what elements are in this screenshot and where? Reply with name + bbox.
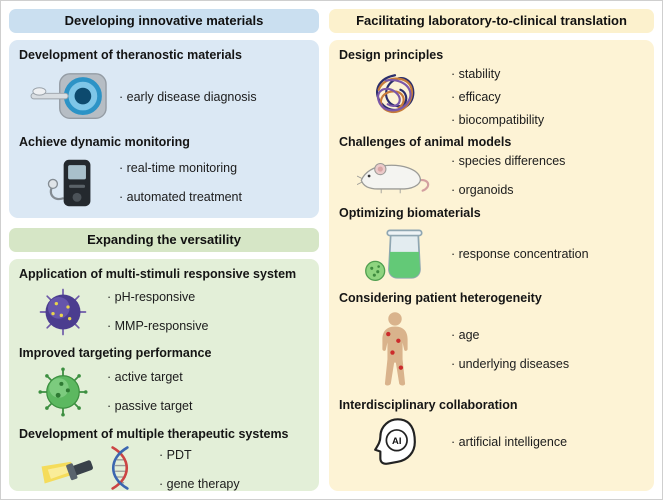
bullet-item: · passive target (107, 399, 193, 413)
group-therapeutic-systems: Development of multiple therapeutic syst… (19, 426, 309, 491)
bullet-item: · active target (107, 370, 183, 384)
bullet-item: · biocompatibility (451, 112, 545, 127)
mouse-icon (339, 156, 451, 196)
bullet-item: · response concentration (451, 246, 589, 261)
bullet-item: · efficacy (451, 89, 501, 104)
bullet-item: · pH-responsive (107, 290, 196, 304)
bullet-list: · stability · efficacy · biocompatibilit… (451, 67, 544, 128)
bullet-item: · species differences (451, 154, 566, 168)
bullet-item: · MMP-responsive (107, 319, 209, 333)
dna-icon (102, 445, 138, 492)
group-title-theranostic: Development of theranostic materials (19, 48, 242, 62)
panel-versatility: Application of multi-stimuli responsive … (9, 259, 319, 491)
bullet-item: · automated treatment (119, 190, 242, 204)
therapy-icons (19, 445, 159, 492)
group-title-interdisciplinary: Interdisciplinary collaboration (339, 398, 518, 412)
section-header-versatility: Expanding the versatility (9, 228, 319, 252)
bullet-list: · pH-responsive · MMP-responsive (107, 290, 208, 334)
nanoparticle-icon (19, 287, 107, 337)
group-title-therapeutic-systems: Development of multiple therapeutic syst… (19, 427, 289, 441)
polymer-ball-icon (339, 68, 451, 126)
mri-scanner-icon (19, 72, 119, 122)
group-design-principles: Design principles · stability (339, 47, 644, 128)
group-body: · real-time monitoring · automated treat… (19, 153, 309, 213)
panel-translation: Design principles · stability (329, 40, 654, 491)
group-body: · response concentration (339, 224, 644, 284)
group-body: · species differences · organoids (339, 153, 644, 199)
group-title-design-principles: Design principles (339, 48, 444, 62)
section-header-innovative: Developing innovative materials (9, 9, 319, 33)
group-body: · active target · passive target (19, 364, 309, 420)
beaker-icon (339, 226, 451, 283)
bullet-list: · early disease diagnosis (119, 90, 257, 105)
group-title-multi-stimuli: Application of multi-stimuli responsive … (19, 267, 297, 281)
panel-innovative: Development of theranostic materials (9, 40, 319, 218)
group-body: · pH-responsive · MMP-responsive (19, 285, 309, 339)
group-body: · stability · efficacy · biocompatibilit… (339, 66, 644, 128)
left-column: Developing innovative materials Developm… (9, 9, 319, 491)
group-theranostic: Development of theranostic materials (19, 47, 309, 128)
bullet-list: · active target · passive target (107, 370, 192, 414)
right-column: Facilitating laboratory-to-clinical tran… (329, 9, 654, 491)
bullet-item: · PDT (159, 448, 192, 462)
group-body: AI · artificial intelligence (339, 416, 644, 468)
head-ai-icon: AI (339, 416, 451, 468)
group-title-dynamic-monitoring: Achieve dynamic monitoring (19, 135, 190, 149)
group-interdisciplinary: Interdisciplinary collaboration AI · art… (339, 397, 644, 468)
group-dynamic-monitoring: Achieve dynamic monitoring · r (19, 134, 309, 213)
bullet-list: · PDT · gene therapy (159, 448, 240, 491)
group-optimizing-biomaterials: Optimizing biomaterials (339, 205, 644, 284)
bullet-list: · artificial intelligence (451, 435, 567, 450)
bullet-item: · underlying diseases (451, 357, 570, 371)
group-title-animal-models: Challenges of animal models (339, 135, 512, 149)
bullet-item: · age (451, 328, 480, 342)
human-body-icon (339, 311, 451, 389)
group-body: · early disease diagnosis (19, 66, 309, 128)
bullet-item: · gene therapy (159, 477, 240, 491)
bullet-list: · species differences · organoids (451, 154, 565, 198)
flashlight-icon (40, 447, 96, 492)
bullet-list: · real-time monitoring · automated treat… (119, 161, 242, 205)
group-body: · age · underlying diseases (339, 309, 644, 391)
bullet-item: · artificial intelligence (451, 434, 568, 449)
section-header-translation: Facilitating laboratory-to-clinical tran… (329, 9, 654, 33)
bullet-item: · early disease diagnosis (119, 89, 257, 104)
group-title-optimizing-biomaterials: Optimizing biomaterials (339, 206, 481, 220)
group-patient-heterogeneity: Considering patient heterogeneity · age (339, 290, 644, 391)
ai-label: AI (392, 436, 401, 447)
glucose-monitor-icon (19, 157, 119, 209)
group-multi-stimuli: Application of multi-stimuli responsive … (19, 266, 309, 339)
group-title-patient-heterogeneity: Considering patient heterogeneity (339, 291, 542, 305)
bullet-list: · response concentration (451, 247, 589, 262)
group-title-targeting: Improved targeting performance (19, 346, 212, 360)
bullet-item: · organoids (451, 183, 514, 197)
group-animal-models: Challenges of animal models (339, 134, 644, 199)
virus-icon (19, 366, 107, 418)
bullet-list: · age · underlying diseases (451, 328, 569, 372)
bullet-item: · stability (451, 66, 501, 81)
group-targeting: Improved targeting performance (19, 345, 309, 420)
group-body: · PDT · gene therapy (19, 445, 309, 491)
bullet-item: · real-time monitoring (119, 161, 238, 175)
